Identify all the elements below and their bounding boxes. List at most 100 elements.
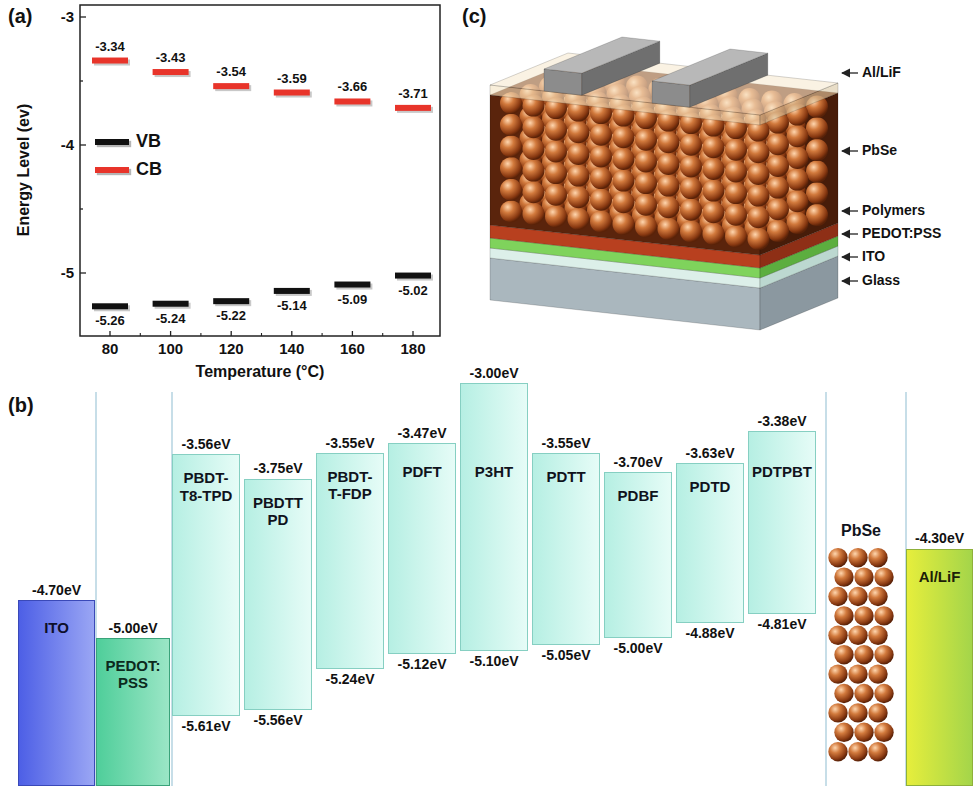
nanocrystal	[874, 606, 893, 625]
nanocrystal	[590, 210, 612, 232]
energy-value: -5.24eV	[325, 672, 374, 687]
nanocrystal	[848, 664, 867, 683]
electrode	[652, 49, 768, 85]
energy-value: -4.88eV	[685, 626, 734, 641]
tick-label: 140	[279, 341, 304, 358]
energy-bar	[395, 105, 431, 111]
nanocrystal	[523, 203, 545, 225]
nanocrystal	[748, 141, 770, 163]
energy-value: -3.63eV	[685, 446, 734, 461]
axis-tick	[109, 331, 110, 336]
value-label: -5.14	[277, 299, 307, 313]
axis-title: Temperature (°C)	[196, 363, 325, 381]
electrode	[652, 81, 690, 107]
legend-swatch	[95, 139, 129, 145]
nanocrystal	[590, 145, 612, 167]
nanocrystal	[874, 645, 893, 664]
value-label: -3.71	[398, 87, 428, 101]
axis-tick	[80, 272, 86, 273]
nanocrystal	[523, 181, 545, 203]
nanocrystal	[545, 205, 567, 227]
energy-value: -4.70eV	[32, 583, 81, 598]
axis-tick	[412, 331, 413, 336]
nanocrystal	[834, 684, 853, 703]
nanocrystal	[787, 190, 809, 212]
leader-arrow	[842, 280, 858, 281]
nanocrystal	[590, 124, 612, 146]
electrode	[544, 37, 660, 73]
energy-box: -5.00eVPEDOT: PSS	[96, 638, 170, 786]
nanocrystal	[635, 150, 657, 172]
energy-value: -5.00eV	[613, 641, 662, 656]
nanocrystal	[806, 204, 828, 226]
nanocrystal	[500, 179, 522, 201]
nanocrystal	[725, 204, 747, 226]
energy-value: -3.38eV	[757, 414, 806, 429]
nanocrystal	[703, 136, 725, 158]
energy-value: -5.10eV	[469, 654, 518, 669]
energy-box: -3.47eVPDFT-5.12eV	[388, 443, 456, 654]
panel-letter: (a)	[8, 5, 32, 27]
nanocrystal	[613, 126, 635, 148]
leader-arrow	[842, 72, 858, 73]
value-label: -5.24	[156, 312, 186, 326]
nanocrystal	[748, 185, 770, 207]
nanocrystal	[703, 158, 725, 180]
tick-label: 180	[400, 341, 425, 358]
chart-axes	[80, 5, 440, 336]
tick-label: -4	[61, 137, 74, 154]
nanocrystal	[834, 723, 853, 742]
nanocrystal	[748, 228, 770, 250]
material-name: PBDTT PD	[245, 494, 311, 529]
material-name: PDTT	[533, 468, 599, 485]
energy-value: -3.47eV	[397, 426, 446, 441]
nanocrystal	[568, 143, 590, 165]
nanocrystal	[568, 165, 590, 187]
nanocrystal	[680, 177, 702, 199]
energy-value: -4.81eV	[757, 617, 806, 632]
nanocrystal	[806, 117, 828, 139]
energy-bar	[334, 98, 370, 104]
plot-frame	[80, 5, 440, 336]
nanocrystal	[523, 116, 545, 138]
tick-label: 100	[158, 341, 183, 358]
electrode	[544, 69, 582, 95]
leader-arrow	[842, 210, 858, 211]
nanocrystal	[613, 170, 635, 192]
energy-bar	[92, 58, 128, 64]
material-name: PBDT- T8-TPD	[173, 469, 239, 504]
nanocrystal	[868, 664, 887, 683]
nanocrystal	[725, 160, 747, 182]
nanocrystal	[658, 218, 680, 240]
material-name: PBDT- T-FDP	[317, 468, 383, 503]
nanocrystal	[635, 129, 657, 151]
energy-bar	[213, 83, 249, 89]
nanocrystal	[874, 567, 893, 586]
tick-label: 160	[340, 341, 365, 358]
nanocrystal	[590, 167, 612, 189]
nanocrystal	[868, 626, 887, 645]
nanocrystal	[500, 114, 522, 136]
legend-swatch	[95, 167, 129, 173]
nanocrystal	[868, 742, 887, 761]
nanocrystal	[834, 567, 853, 586]
energy-box: -3.55eVPDTT-5.05eV	[532, 453, 600, 644]
material-name: PEDOT: PSS	[97, 657, 169, 692]
axis-tick	[352, 331, 353, 336]
material-name: PDTD	[677, 478, 743, 495]
axis-tick	[322, 333, 323, 336]
nanocrystal	[680, 220, 702, 242]
legend-label: VB	[136, 132, 161, 152]
axis-tick	[170, 331, 171, 336]
axis-tick	[140, 333, 141, 336]
leader-arrow	[842, 150, 858, 151]
nanocrystal	[590, 189, 612, 211]
axis-tick	[80, 80, 83, 81]
energy-box: -3.63eVPDTD-4.88eV	[676, 463, 744, 623]
panel-letter: (c)	[462, 5, 486, 27]
axis-tick	[200, 333, 201, 336]
nanocrystal	[828, 548, 847, 567]
material-name: PDBF	[605, 487, 671, 504]
nanocrystal	[500, 135, 522, 157]
nanocrystal	[545, 140, 567, 162]
